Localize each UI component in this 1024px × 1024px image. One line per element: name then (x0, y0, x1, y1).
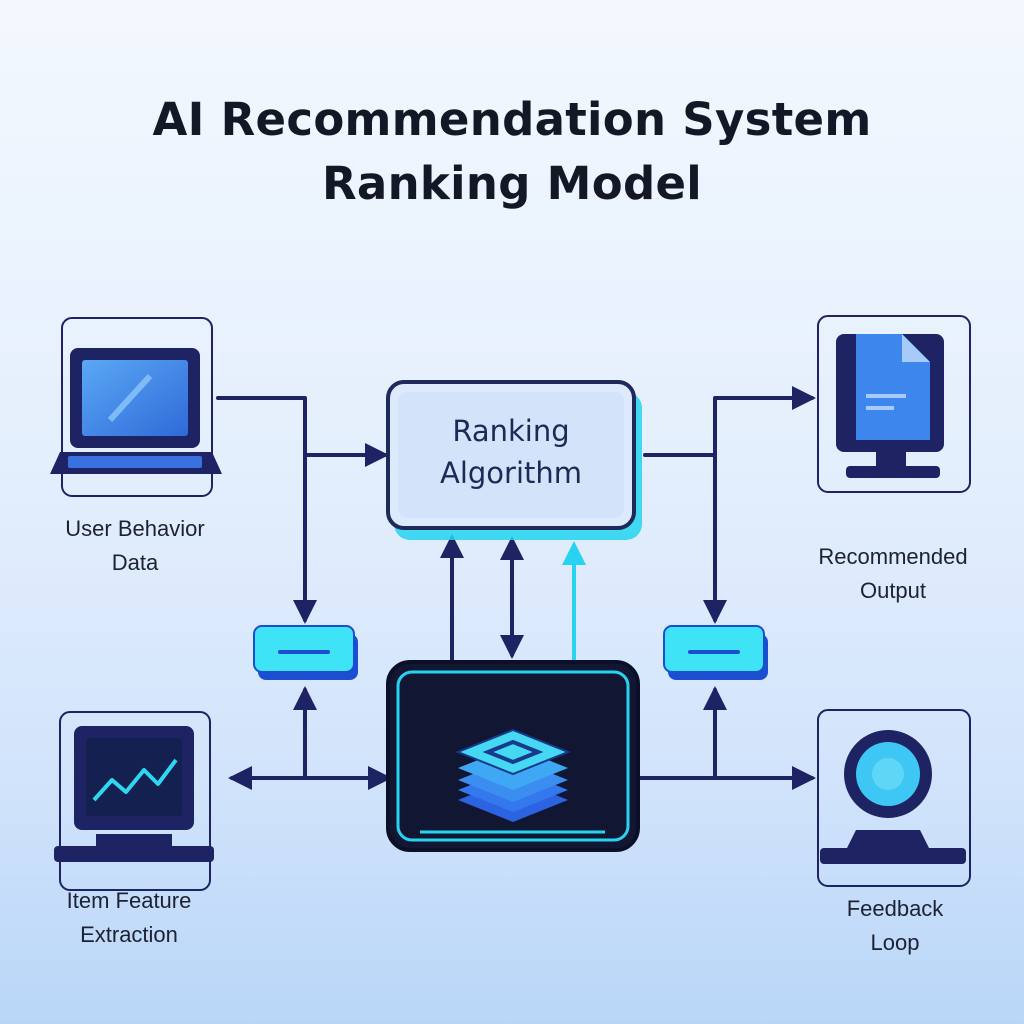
item-feature-node[interactable] (54, 711, 214, 891)
page-title: AI Recommendation System Ranking Model (0, 88, 1024, 216)
feedback-loop-line-1: Feedback (846, 896, 944, 921)
user-behavior-node[interactable] (50, 317, 222, 497)
item-feature-line-1: Item Feature (66, 888, 192, 913)
user-behavior-line-2: Data (111, 550, 159, 575)
model-core-node[interactable] (386, 660, 640, 852)
feedback-loop-line-2: Loop (870, 930, 920, 955)
left-connector-chip (253, 625, 358, 680)
feedback-loop-node[interactable] (817, 709, 971, 887)
ranking-algorithm-line-2: Algorithm (439, 456, 583, 490)
arrow-ranking-to-output (643, 386, 816, 457)
connector-lines (216, 386, 816, 790)
item-feature-line-2: Extraction (80, 922, 178, 947)
user-behavior-line-1: User Behavior (65, 516, 205, 541)
recommended-output-line-1: Recommended (818, 544, 968, 569)
title-line-1: AI Recommendation System (152, 93, 872, 146)
recommended-output-line-2: Output (859, 578, 927, 603)
recommended-output-label: Recommended Output (778, 540, 1008, 608)
right-connector-chip (663, 625, 768, 680)
ranking-algorithm-line-1: Ranking (452, 414, 570, 448)
title-line-2: Ranking Model (321, 157, 703, 210)
ranking-algorithm-node[interactable] (386, 380, 642, 540)
chart-monitor-icon (54, 726, 214, 862)
document-monitor-icon (836, 334, 944, 478)
recommended-output-node[interactable] (817, 315, 971, 493)
cycle-icon (820, 730, 966, 864)
feedback-loop-label: Feedback Loop (780, 892, 1010, 960)
layers-stack-icon (455, 728, 571, 822)
ranking-algorithm-label: Ranking Algorithm (388, 410, 634, 494)
user-behavior-label: User Behavior Data (20, 512, 250, 580)
item-feature-label: Item Feature Extraction (14, 884, 244, 952)
laptop-icon (50, 348, 222, 474)
arrow-user-to-ranking (216, 396, 389, 467)
